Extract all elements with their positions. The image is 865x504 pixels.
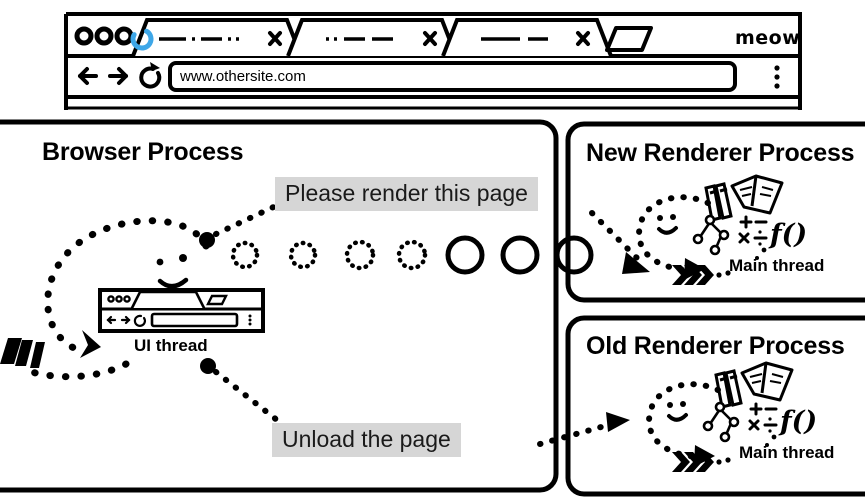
progress-dot-circle-4 xyxy=(396,239,428,271)
ui-thread-character xyxy=(0,217,265,381)
nav-back-icon[interactable] xyxy=(78,67,98,85)
math-symbols-icon xyxy=(738,215,768,246)
old-renderer-main-thread-character: f() xyxy=(646,361,817,472)
nav-reload-icon[interactable] xyxy=(139,62,162,89)
connector-to-old-renderer xyxy=(537,412,630,447)
traffic-light-dot-1[interactable] xyxy=(74,26,94,46)
traffic-light-dot-3[interactable] xyxy=(114,26,134,46)
progress-solid-circle-2 xyxy=(500,235,540,275)
node-tree-icon xyxy=(702,401,740,443)
connector-origin-dot-render xyxy=(199,232,215,248)
traffic-light-dot-2[interactable] xyxy=(94,26,114,46)
nav-forward-icon[interactable] xyxy=(108,67,128,85)
function-icon: f() xyxy=(778,406,817,437)
address-bar-input[interactable]: www.othersite.com xyxy=(180,68,306,85)
old-renderer-thread-label: Main thread xyxy=(739,443,835,462)
progress-dot-circle-3 xyxy=(344,239,376,271)
page-title-new-renderer: New Renderer Process xyxy=(586,139,855,167)
tab-2[interactable] xyxy=(286,18,458,57)
tab-close-icon[interactable] xyxy=(268,31,282,46)
new-renderer-thread-label: Main thread xyxy=(729,256,825,275)
progress-circles xyxy=(230,235,594,275)
open-book-icon xyxy=(730,174,784,215)
ui-thread-face xyxy=(156,254,189,289)
browser-window[interactable] xyxy=(64,12,802,110)
tab-spinner-icon xyxy=(130,27,154,51)
new-renderer-main-thread-character: f() xyxy=(636,174,807,285)
browser-brand-label: meow xyxy=(735,27,801,49)
progress-dot-circle-1 xyxy=(230,240,260,270)
math-symbols-icon xyxy=(748,402,778,433)
progress-dot-circle-2 xyxy=(288,240,318,270)
panel-browser-process xyxy=(0,119,559,493)
page-title-old-renderer: Old Renderer Process xyxy=(586,332,845,360)
address-bar[interactable] xyxy=(168,61,737,92)
tab-close-icon[interactable] xyxy=(423,31,437,46)
arrowhead-old-renderer xyxy=(606,412,630,432)
message-render-request: Please render this page xyxy=(275,177,538,212)
mini-browser-icon xyxy=(98,288,265,333)
arrowhead-new-renderer xyxy=(622,252,650,274)
node-tree-icon xyxy=(692,214,730,256)
connector-origin-dot-unload xyxy=(200,358,216,374)
browser-menu-icon[interactable] xyxy=(774,65,780,89)
tab-3[interactable] xyxy=(441,18,613,57)
speed-lines-icon xyxy=(0,338,45,368)
page-title-browser-process: Browser Process xyxy=(42,138,244,166)
progress-solid-circle-3 xyxy=(554,235,594,275)
connector-render-request xyxy=(199,200,285,248)
new-tab-icon[interactable] xyxy=(605,26,653,52)
progress-solid-circle-1 xyxy=(445,235,485,275)
pencils-icon xyxy=(704,182,733,222)
speed-lines-icon xyxy=(672,265,714,285)
tab-close-icon[interactable] xyxy=(576,31,590,46)
pencils-icon xyxy=(714,369,743,409)
connector-to-new-renderer xyxy=(589,210,650,274)
message-unload-request: Unload the page xyxy=(272,423,461,458)
tab-loading[interactable] xyxy=(130,18,303,57)
panel-new-renderer-process xyxy=(565,121,865,303)
ui-thread-label: UI thread xyxy=(134,336,208,355)
open-book-icon xyxy=(740,361,794,402)
speed-lines-icon xyxy=(672,452,714,472)
connector-unload-request xyxy=(200,358,285,427)
window-controls[interactable] xyxy=(74,26,134,46)
function-icon: f() xyxy=(768,219,807,250)
